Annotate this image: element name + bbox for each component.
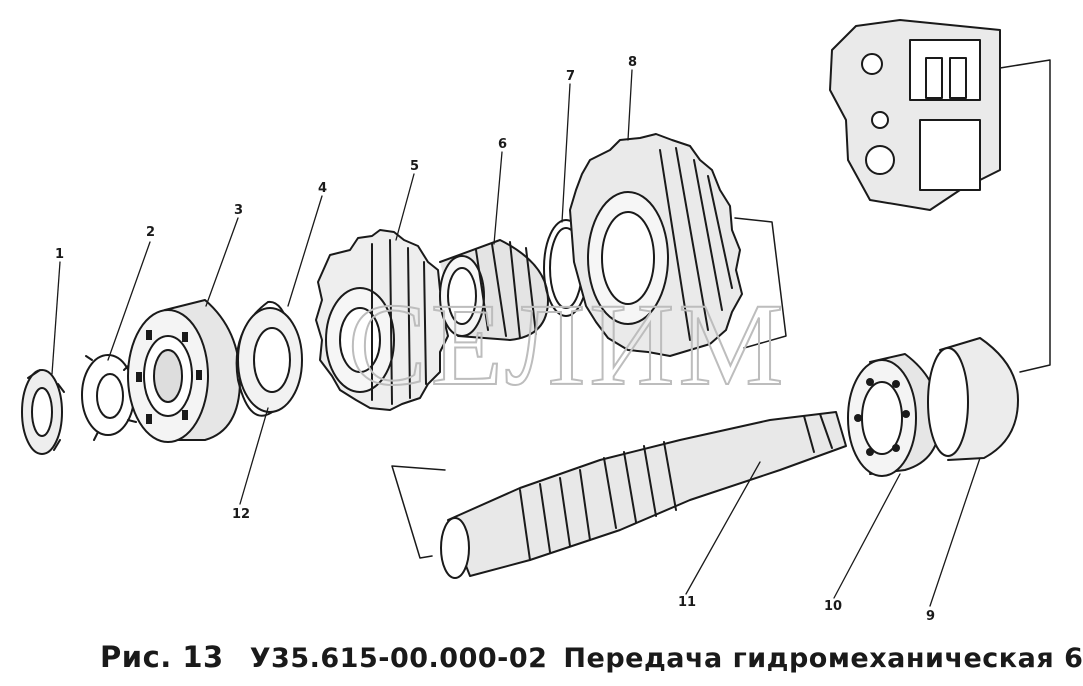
figure-title: Передача гидромеханическая 6 [563,643,1083,674]
callout-4: 4 [318,181,327,196]
part-3-bearing [127,299,241,443]
part-8-large-gear [569,133,743,357]
part-1-nut [21,369,65,455]
callout-7: 7 [566,69,575,84]
callout-10: 10 [824,599,842,614]
part-6-sleeve [439,239,549,341]
callout-12: 12 [232,507,250,522]
part-9-outer-race [927,337,1019,461]
leader-lines [51,69,981,607]
figure-caption: Рис. 13 У35.615-00.000-02 Передача гидроме… [100,640,1083,680]
part-12-washer [237,307,303,413]
housing [829,19,1001,211]
part-11-shaft [440,411,847,579]
callout-5: 5 [410,159,419,174]
callout-11: 11 [678,595,696,610]
callout-8: 8 [628,55,637,70]
assembly-lines [391,59,1051,559]
drawing-code: У35.615-00.000-02 [249,643,548,674]
callout-1: 1 [55,247,64,262]
watermark: СЕЛИМ [348,279,787,410]
callout-9: 9 [926,609,935,624]
figure-number: Рис. 13 [100,640,224,674]
part-10-bearing [847,353,941,477]
part-5-gear [315,229,449,411]
callout-labels: 1 2 3 4 5 6 7 8 9 10 11 12 [55,55,935,624]
callout-2: 2 [146,225,155,240]
callout-3: 3 [234,203,243,218]
callout-6: 6 [498,137,507,152]
